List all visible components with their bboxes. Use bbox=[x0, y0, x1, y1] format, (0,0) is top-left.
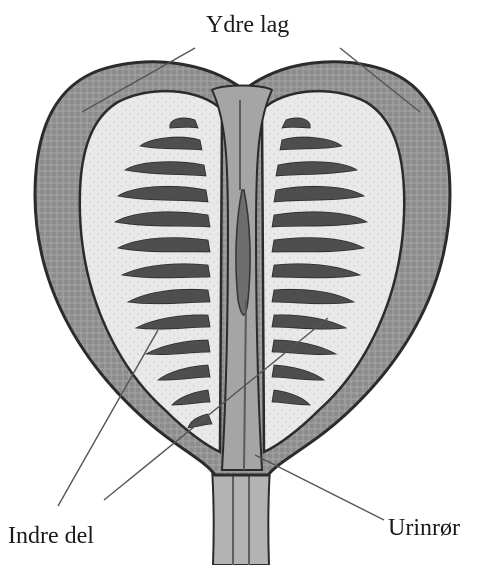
leader-line-urethra bbox=[255, 455, 384, 520]
label-urethra: Urinrør bbox=[388, 516, 460, 540]
label-inner-part: Indre del bbox=[8, 524, 94, 548]
label-outer-layer: Ydre lag bbox=[206, 13, 289, 37]
urethra-tube-lower bbox=[212, 468, 270, 565]
